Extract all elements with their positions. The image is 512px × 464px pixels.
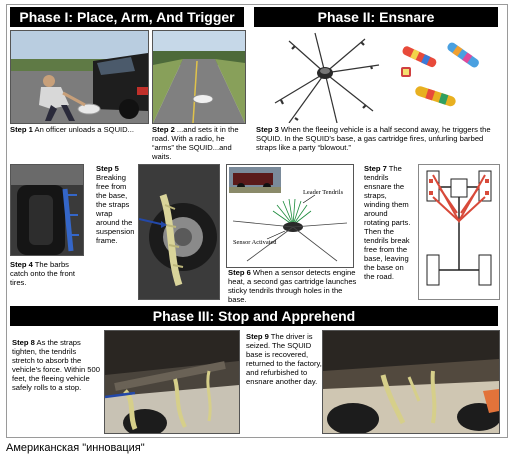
- leader-tendrils-label: Leader Tendrils: [303, 189, 344, 196]
- step-9-text: The driver is seized. The SQUID base is …: [246, 332, 322, 386]
- step-3-diagram: [254, 30, 500, 124]
- step-1-caption: Step 1 An officer unloads a SQUID...: [10, 125, 150, 134]
- step-3-label: Step 3: [256, 125, 279, 134]
- step-4-caption: Step 4 The barbs catch onto the front ti…: [10, 260, 88, 287]
- step-8-caption: Step 8 As the straps tighten, the tendri…: [12, 338, 100, 392]
- step-8-text: As the straps tighten, the tendrils stre…: [12, 338, 100, 392]
- step-2-photo: [152, 30, 246, 124]
- step-8-photo: [104, 330, 240, 434]
- step-9-caption: Step 9 The driver is seized. The SQUID b…: [246, 332, 324, 386]
- step-9-photo: [322, 330, 500, 434]
- step-9-label: Step 9: [246, 332, 269, 341]
- step-5-photo: [138, 164, 220, 300]
- step-1-photo: [10, 30, 149, 124]
- step-5-label: Step 5: [96, 164, 119, 173]
- phase-1-title: Phase I: Place, Arm, And Trigger: [10, 7, 244, 27]
- step-3-text: When the fleeing vehicle is a half secon…: [256, 125, 491, 152]
- step-8-label: Step 8: [12, 338, 35, 347]
- step-7-label: Step 7: [364, 164, 387, 173]
- step-5-text: Breaking free from the base, the straps …: [96, 173, 135, 245]
- step-2-label: Step 2: [152, 125, 175, 134]
- step-7-diagram: [418, 164, 500, 300]
- step-4-label: Step 4: [10, 260, 33, 269]
- step-2-caption: Step 2 ...and sets it in the road. With …: [152, 125, 248, 161]
- step-7-caption: Step 7 The tendrils ensnare the straps, …: [364, 164, 414, 281]
- bottom-caption: Американская "инновация": [6, 442, 145, 454]
- step-7-text: The tendrils ensnare the straps, winding…: [364, 164, 411, 281]
- step-6-text: When a sensor detects engine heat, a sec…: [228, 268, 357, 304]
- step-3-caption: Step 3 When the fleeing vehicle is a hal…: [256, 125, 498, 152]
- step-1-text: An officer unloads a SQUID...: [34, 125, 134, 134]
- phase-3-title: Phase III: Stop and Apprehend: [10, 306, 498, 326]
- step-4-photo: [10, 164, 84, 256]
- step-5-caption: Step 5 Breaking free from the base, the …: [96, 164, 138, 245]
- step-1-label: Step 1: [10, 125, 33, 134]
- step-6-caption: Step 6 When a sensor detects engine heat…: [228, 268, 358, 304]
- sensor-activated-label: Sensor Activated: [233, 239, 277, 246]
- step-6-label: Step 6: [228, 268, 251, 277]
- step-4-text: The barbs catch onto the front tires.: [10, 260, 76, 287]
- step-6-diagram: Leader Tendrils Sensor Activated: [226, 164, 354, 268]
- step-2-text: ...and sets it in the road. With a radio…: [152, 125, 239, 161]
- phase-2-title: Phase II: Ensnare: [254, 7, 498, 27]
